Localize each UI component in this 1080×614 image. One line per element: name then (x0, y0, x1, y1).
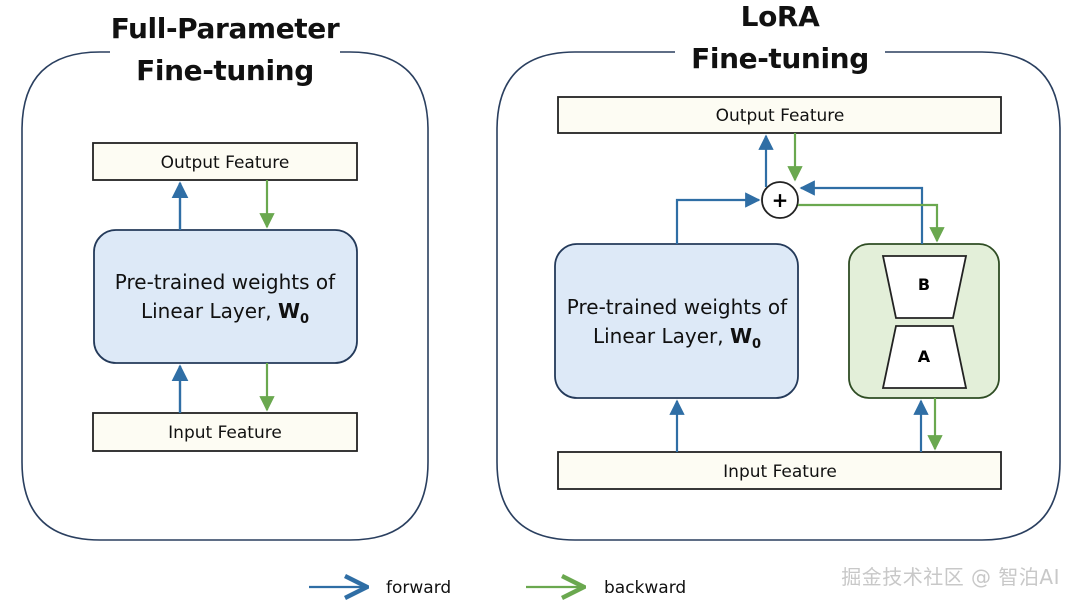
lora-matrix-a (881, 325, 968, 389)
lora-matrix-b-label: B (918, 275, 930, 294)
legend-backward-label: backward (604, 578, 686, 598)
lora-title-line1: LoRA (741, 0, 820, 33)
legend-forward-label: forward (386, 578, 451, 598)
full-param-input-box (92, 412, 358, 452)
full-param-frame (21, 51, 429, 541)
lora-weights-line2: Linear Layer, W0 (593, 324, 761, 352)
lora-backward-add-to-adapter (798, 203, 945, 243)
lora-title-line2: Fine-tuning (691, 42, 869, 75)
lora-panel: LoRA Fine-tuning Output Feature + Pre-tr… (496, 0, 1061, 541)
lora-adapter-box (848, 243, 1000, 399)
lora-weights-line1: Pre-trained weights of (567, 295, 788, 319)
lora-frame (496, 51, 1061, 541)
lora-input-box (557, 451, 1002, 490)
full-param-title-line2: Fine-tuning (136, 54, 314, 87)
full-param-input-label: Input Feature (168, 423, 282, 443)
lora-forward-adapter-to-add (799, 180, 924, 244)
lora-add-node (761, 181, 799, 219)
lora-plus-symbol: + (772, 188, 789, 212)
legend: forward backward (309, 578, 686, 598)
lora-matrix-b (881, 255, 968, 319)
lora-output-box (557, 96, 1002, 134)
lora-input-label: Input Feature (723, 462, 837, 482)
full-param-weights-line2: Linear Layer, W0 (141, 299, 309, 327)
watermark: 掘金技术社区 @ 智泊AI (841, 565, 1060, 589)
full-param-panel: Full-Parameter Fine-tuning Output Featur… (21, 12, 429, 541)
lora-forward-weights-to-add (675, 192, 761, 244)
full-param-weights-box (93, 229, 358, 364)
lora-matrix-a-label: A (918, 347, 931, 366)
lora-output-label: Output Feature (716, 106, 845, 126)
full-param-output-box (92, 142, 358, 181)
full-param-output-label: Output Feature (161, 153, 290, 173)
lora-weights-box (554, 243, 799, 399)
full-param-weights-line1: Pre-trained weights of (115, 270, 336, 294)
full-param-title-line1: Full-Parameter (111, 12, 340, 45)
